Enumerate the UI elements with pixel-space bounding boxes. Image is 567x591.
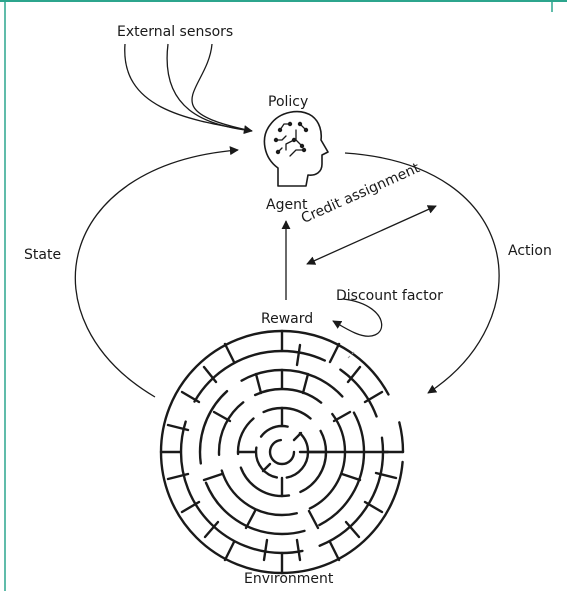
discount-factor-loop: [332, 298, 383, 337]
state-arrow: [74, 146, 239, 398]
credit-assignment-arrow: [306, 205, 437, 265]
sensor-line-3: [191, 43, 253, 132]
action-label: Action: [508, 243, 552, 259]
environment-label: Environment: [244, 571, 334, 587]
agent-label: Agent: [266, 197, 308, 213]
sparkle-icon: [347, 351, 355, 359]
policy-label: Policy: [268, 94, 309, 110]
state-label: State: [24, 247, 62, 263]
sensor-line-2: [166, 43, 253, 132]
circular-maze-icon: [159, 329, 405, 575]
sensor-line-1: [124, 43, 253, 135]
external-sensors-label: External sensors: [117, 24, 234, 40]
head-with-circuit-icon: [263, 110, 329, 187]
discount-factor-label: Discount factor: [336, 288, 443, 304]
action-arrow: [344, 152, 500, 394]
reward-label: Reward: [261, 311, 314, 327]
